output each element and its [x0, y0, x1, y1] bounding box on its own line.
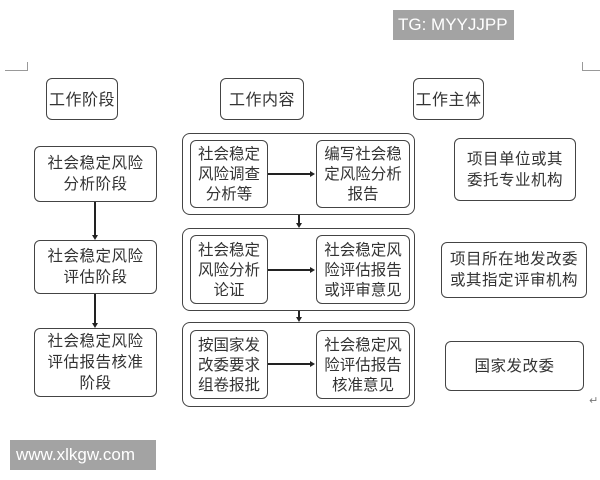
stage-box-approval: 社会稳定风险 评估报告核准 阶段 — [34, 328, 157, 397]
subject-box-national-ndrc: 国家发改委 — [445, 341, 584, 391]
watermark-bottom: www.xlkgw.com — [10, 440, 156, 470]
header-stage: 工作阶段 — [46, 78, 118, 120]
header-content: 工作内容 — [220, 78, 304, 120]
content-label: 社会稳定风 险评估报告 核准意见 — [324, 335, 402, 394]
content-box-right: 社会稳定风 险评估报告 核准意见 — [316, 330, 410, 399]
header-content-label: 工作内容 — [228, 89, 295, 109]
content-box-left: 社会稳定 风险调查 分析等 — [190, 140, 268, 208]
arrow-down-icon — [92, 323, 98, 328]
subject-box-project-unit: 项目单位或其 委托专业机构 — [454, 138, 576, 201]
page-corner-mark-right — [582, 62, 600, 71]
connector-line — [94, 294, 96, 323]
content-label: 社会稳定风 险评估报告 或评审意见 — [324, 240, 402, 299]
paragraph-mark-icon: ↵ — [589, 394, 599, 407]
stage-label: 社会稳定风险 评估报告核准 阶段 — [47, 332, 144, 392]
arrow-down-icon — [296, 317, 302, 322]
content-box-left: 社会稳定 风险分析 论证 — [190, 235, 268, 304]
stage-label: 社会稳定风险 评估阶段 — [47, 247, 144, 286]
connector-line — [268, 363, 310, 365]
arrow-right-icon — [310, 361, 315, 367]
stage-box-assessment: 社会稳定风险 评估阶段 — [34, 240, 157, 294]
arrow-right-icon — [310, 171, 315, 177]
header-subject: 工作主体 — [413, 78, 484, 120]
arrow-right-icon — [310, 267, 315, 273]
header-stage-label: 工作阶段 — [48, 89, 115, 109]
connector-line — [94, 202, 96, 235]
subject-label: 项目单位或其 委托专业机构 — [466, 149, 563, 189]
connector-line — [268, 269, 310, 271]
content-box-right: 编写社会稳 定风险分析 报告 — [316, 140, 410, 208]
arrow-down-icon — [296, 223, 302, 228]
content-label: 社会稳定 风险调查 分析等 — [197, 145, 260, 203]
page-corner-mark-left — [5, 62, 28, 71]
watermark-top: TG: MYYJJPP — [393, 10, 514, 40]
subject-label: 国家发改委 — [474, 356, 555, 375]
header-subject-label: 工作主体 — [415, 89, 482, 109]
stage-box-analysis: 社会稳定风险 分析阶段 — [34, 146, 157, 202]
connector-line — [268, 173, 310, 175]
content-box-right: 社会稳定风 险评估报告 或评审意见 — [316, 235, 410, 304]
arrow-down-icon — [92, 235, 98, 240]
content-label: 按国家发 改委要求 组卷报批 — [197, 335, 260, 394]
connector-line — [298, 311, 300, 317]
subject-label: 项目所在地发改委 或其指定评审机构 — [449, 250, 578, 289]
subject-box-local-ndrc: 项目所在地发改委 或其指定评审机构 — [441, 242, 587, 298]
connector-line — [298, 215, 300, 223]
stage-label: 社会稳定风险 分析阶段 — [47, 154, 144, 193]
content-box-left: 按国家发 改委要求 组卷报批 — [190, 330, 268, 399]
content-label: 编写社会稳 定风险分析 报告 — [324, 145, 402, 203]
content-label: 社会稳定 风险分析 论证 — [197, 240, 260, 299]
